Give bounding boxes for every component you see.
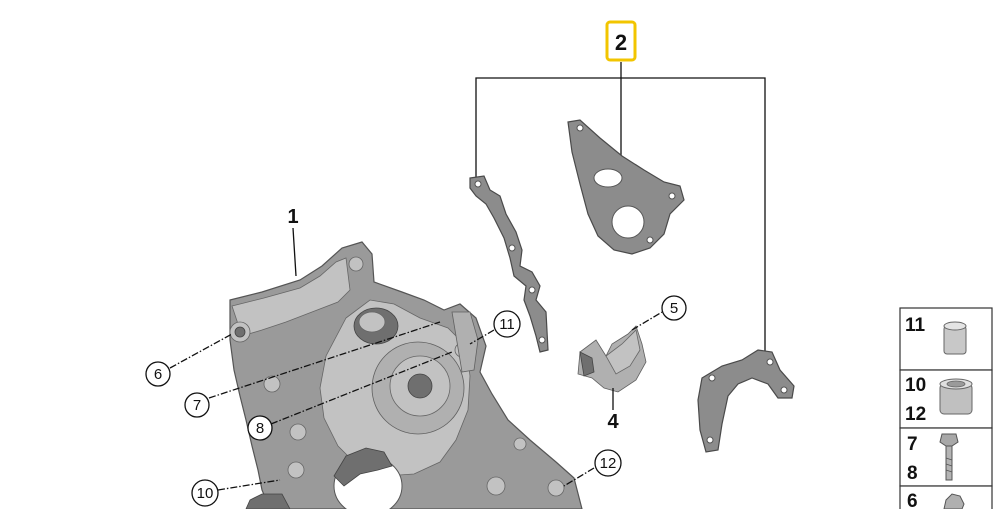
sleeve-small-icon <box>943 321 967 355</box>
timing-cover-gasket-bracket <box>697 349 795 453</box>
callout-leaders <box>169 321 595 491</box>
timing-case-cover <box>229 227 583 509</box>
legend-row-7-label: 7 <box>907 434 918 455</box>
legend-row-10-12[interactable]: 10 12 <box>899 369 993 429</box>
timing-cover-gasket-plate <box>567 119 685 255</box>
callout-2-label: 2 <box>615 30 627 55</box>
legend-row-8-label: 8 <box>907 463 918 484</box>
callout-12[interactable]: 12 <box>594 449 622 477</box>
callout-11[interactable]: 11 <box>493 310 521 338</box>
callout-6-label: 6 <box>154 366 162 383</box>
legend-row-7-8[interactable]: 7 8 <box>899 427 993 487</box>
callout-8-label: 8 <box>256 420 264 437</box>
legend-row-6[interactable]: 6 <box>899 485 993 509</box>
callout-7-label: 7 <box>193 397 201 414</box>
legend-row-6-label: 6 <box>907 491 918 509</box>
callout-11-label: 11 <box>499 316 515 333</box>
timing-cover-gasket-long <box>469 175 549 353</box>
callout-1[interactable]: 1 <box>287 206 298 228</box>
sleeve-large-icon <box>939 378 973 415</box>
bolt-icon <box>939 433 959 481</box>
group-2-bracket <box>475 62 766 352</box>
callout-10-label: 10 <box>197 485 214 502</box>
seal-part <box>577 311 663 410</box>
callout-6[interactable]: 6 <box>145 361 171 387</box>
callout-10[interactable]: 10 <box>191 479 219 507</box>
parts-legend: 11 10 12 7 8 <box>899 307 993 509</box>
callout-4[interactable]: 4 <box>607 411 619 433</box>
callout-8[interactable]: 8 <box>247 415 273 441</box>
callout-5[interactable]: 5 <box>661 295 687 321</box>
legend-row-10-label: 10 <box>905 375 926 396</box>
legend-row-12-label: 12 <box>905 404 926 425</box>
legend-row-11-label: 11 <box>905 315 926 336</box>
legend-row-11[interactable]: 11 <box>899 307 993 371</box>
callout-7[interactable]: 7 <box>184 392 210 418</box>
callout-5-label: 5 <box>670 300 678 317</box>
callout-2[interactable]: 2 <box>605 20 637 62</box>
callout-12-label: 12 <box>600 455 617 472</box>
nut-icon <box>943 493 965 509</box>
